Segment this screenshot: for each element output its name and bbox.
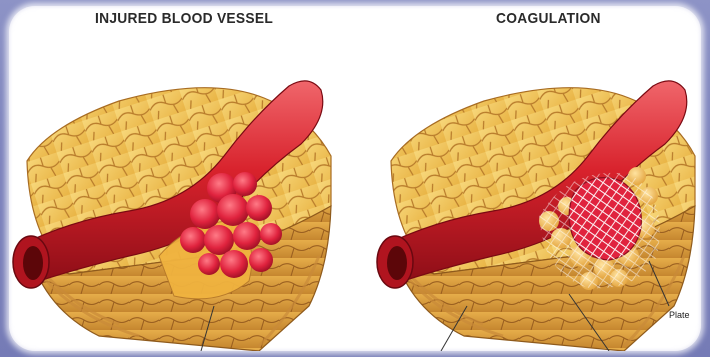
coagulation-panel bbox=[377, 81, 695, 351]
platelet-label: Plate bbox=[669, 310, 690, 320]
diagram-frame: INJURED BLOOD VESSEL COAGULATION bbox=[9, 6, 701, 351]
injured-vessel-panel bbox=[13, 81, 331, 351]
illustration bbox=[9, 6, 701, 351]
